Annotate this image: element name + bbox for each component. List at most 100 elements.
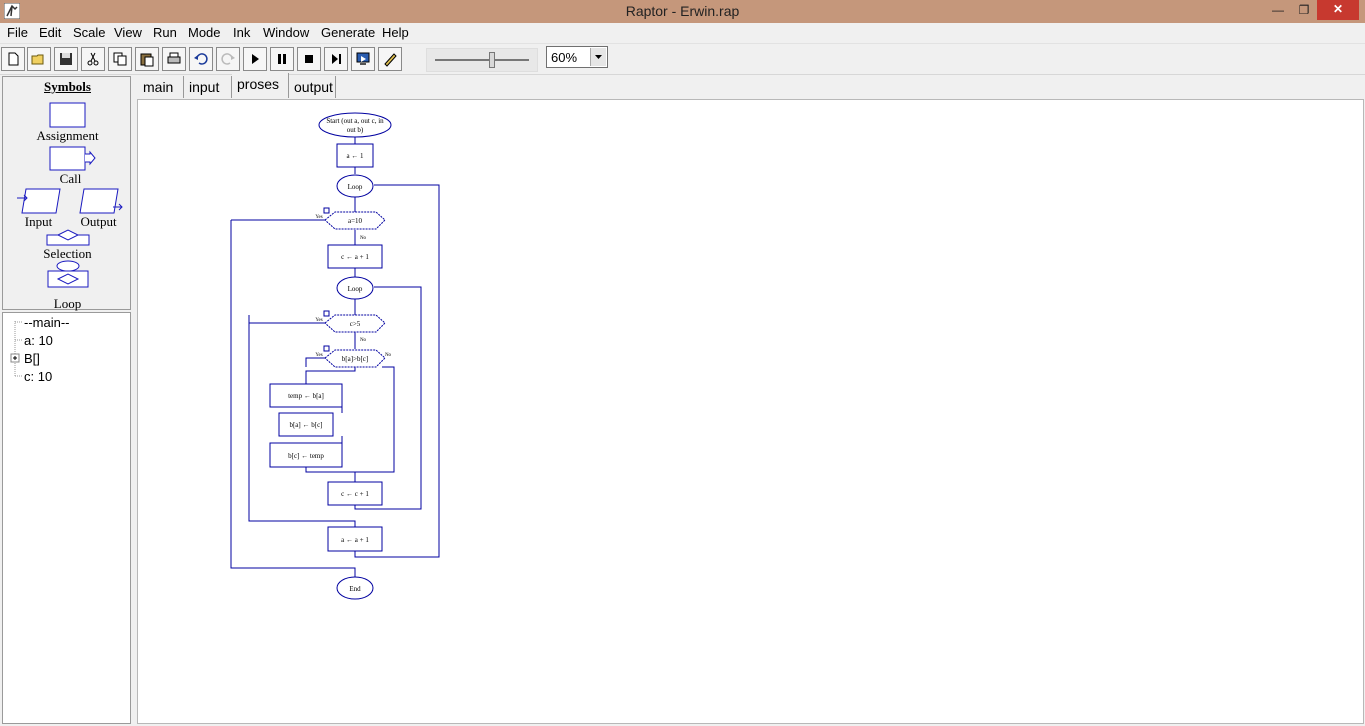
collapse-toggle-icon[interactable] [323, 345, 330, 352]
flow-no-label: No [360, 338, 367, 343]
flow-cond-inner[interactable] [324, 314, 386, 333]
tab-output[interactable]: output [289, 76, 336, 98]
variables-panel: --main-- a: 10 B[] c: 10 [2, 312, 131, 724]
input-symbol[interactable] [17, 188, 61, 214]
flow-a-inc[interactable] [327, 526, 383, 552]
menu-file[interactable]: File [7, 25, 28, 40]
toolbar [0, 44, 1365, 75]
tab-proses[interactable]: proses [232, 73, 289, 98]
flow-c-inc[interactable] [327, 481, 383, 506]
run-button[interactable] [243, 47, 267, 71]
undo-icon [194, 53, 208, 65]
open-folder-icon [31, 54, 44, 65]
zoom-slider[interactable] [426, 48, 538, 72]
tree-lines [10, 321, 23, 377]
call-label: Call [59, 171, 82, 186]
flow-loop-outer[interactable] [336, 174, 374, 198]
menu-scale[interactable]: Scale [73, 25, 106, 40]
flow-no-label: No [360, 236, 367, 241]
step-button[interactable] [324, 47, 348, 71]
symbols-title: Symbols [44, 79, 91, 94]
flow-start-text-1: Start (out a, out c, in [326, 117, 384, 125]
close-button[interactable]: ✕ [1317, 0, 1359, 20]
flow-c-assign-text: c ← a + 1 [341, 253, 369, 261]
flow-c-assign[interactable] [327, 244, 383, 269]
assignment-symbol[interactable] [49, 102, 86, 128]
menu-view[interactable]: View [114, 25, 142, 40]
flow-temp-assign[interactable] [269, 383, 343, 408]
input-label: Input [24, 214, 53, 229]
collapse-toggle-icon[interactable] [323, 207, 330, 214]
pen-button[interactable] [378, 47, 402, 71]
flow-cond-outer[interactable] [324, 211, 386, 230]
undo-button[interactable] [189, 47, 213, 71]
flow-loop-inner-text: Loop [348, 285, 363, 293]
paste-icon [140, 53, 154, 67]
flow-a-inc-text: a ← a + 1 [341, 536, 369, 544]
new-file-button[interactable] [1, 47, 25, 71]
pause-button[interactable] [270, 47, 294, 71]
tree-item-main[interactable]: --main-- [24, 315, 70, 330]
menu-edit[interactable]: Edit [39, 25, 62, 40]
menu-mode[interactable]: Mode [188, 25, 221, 40]
slider-thumb[interactable] [489, 52, 495, 68]
menu-run[interactable]: Run [153, 25, 177, 40]
tree-item-c[interactable]: c: 10 [24, 369, 53, 384]
flow-cond-compare-text: b[a]>b[c] [342, 355, 369, 363]
flow-yes-label: Yes [315, 353, 322, 358]
flow-cond-compare[interactable] [324, 349, 386, 368]
print-button[interactable] [162, 47, 186, 71]
flow-loop-outer-text: Loop [348, 183, 363, 191]
minimize-button[interactable]: — [1272, 3, 1284, 17]
flow-end[interactable] [336, 576, 374, 600]
copy-button[interactable] [108, 47, 132, 71]
dropdown-arrow-icon[interactable] [590, 48, 606, 66]
call-symbol[interactable] [49, 146, 96, 171]
flow-loop-inner[interactable] [336, 276, 374, 300]
stop-button[interactable] [297, 47, 321, 71]
title-bar: Raptor - Erwin.rap — ❐ ✕ [0, 0, 1365, 23]
redo-icon [221, 53, 235, 65]
flow-bc-assign-text: b[c] ← temp [288, 452, 324, 460]
save-button[interactable] [54, 47, 78, 71]
tab-main[interactable]: main [138, 76, 184, 98]
flow-bc-assign[interactable] [269, 442, 343, 468]
tree-item-b-array[interactable]: B[] [24, 351, 40, 366]
loop-symbol[interactable] [47, 260, 89, 288]
raptor-app-icon [4, 3, 20, 19]
printer-icon [167, 52, 181, 64]
menu-bar: File Edit Scale View Run Mode Ink Window… [0, 23, 1365, 44]
loop-label: Loop [53, 296, 82, 311]
flow-start[interactable] [318, 112, 392, 138]
flow-cond-inner-text: c>5 [350, 320, 361, 328]
tab-input[interactable]: input [184, 76, 232, 98]
menu-help[interactable]: Help [382, 25, 409, 40]
flowchart-canvas[interactable]: Start (out a, out c, in out b) a ← 1 Loo… [137, 99, 1364, 724]
flow-temp-assign-text: temp ← b[a] [288, 392, 324, 400]
cut-button[interactable] [81, 47, 105, 71]
menu-window[interactable]: Window [263, 25, 310, 40]
play-icon [252, 54, 259, 64]
flow-a-init[interactable] [336, 143, 374, 168]
paste-button[interactable] [135, 47, 159, 71]
slider-track-line [435, 59, 529, 61]
window-title: Raptor - Erwin.rap [625, 3, 740, 19]
new-file-icon [8, 52, 19, 66]
zoom-dropdown[interactable]: 60% [546, 46, 608, 68]
flow-ba-assign[interactable] [278, 412, 334, 437]
flow-ba-assign-text: b[a] ← b[c] [289, 421, 322, 429]
flow-start-text-2: out b) [347, 126, 364, 134]
menu-generate[interactable]: Generate [321, 25, 376, 40]
collapse-toggle-icon[interactable] [323, 310, 330, 317]
output-symbol[interactable] [79, 188, 123, 214]
selection-symbol[interactable] [46, 229, 90, 246]
menu-ink[interactable]: Ink [233, 25, 251, 40]
restore-button[interactable]: ❐ [1298, 3, 1310, 17]
copy-icon [113, 52, 127, 66]
flow-no-label: No [385, 353, 392, 358]
flow-cond-outer-text: a=10 [348, 217, 363, 225]
redo-button[interactable] [216, 47, 240, 71]
open-file-button[interactable] [27, 47, 51, 71]
run-compiled-button[interactable] [351, 47, 375, 71]
tree-item-a[interactable]: a: 10 [24, 333, 53, 348]
